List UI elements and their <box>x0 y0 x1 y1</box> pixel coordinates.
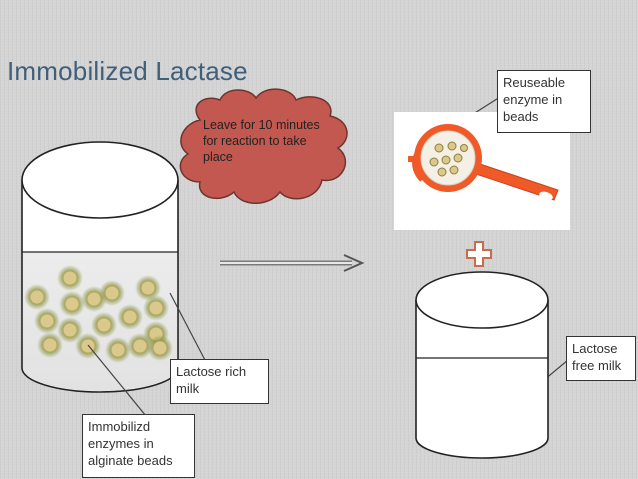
bead-icon <box>110 342 126 358</box>
bead-icon <box>122 309 138 325</box>
bead-icon <box>132 338 148 354</box>
cloud-note: Leave for 10 minutes for reaction to tak… <box>203 118 320 164</box>
cloud-shape <box>179 88 348 204</box>
right-arrow-icon <box>220 254 365 272</box>
bead-icon <box>42 337 58 353</box>
bead-icon <box>148 300 164 316</box>
bead-icon <box>64 296 80 312</box>
pointer-immobilized <box>87 344 147 417</box>
bead-icon <box>152 340 168 356</box>
bead-icon <box>86 291 102 307</box>
strainer-photo <box>394 112 570 230</box>
page-title: Immobilized Lactase <box>7 56 248 86</box>
bead-group <box>24 265 173 363</box>
label-reusable-enzyme: Reuseable enzyme in beads <box>497 70 591 133</box>
bead-icon <box>29 289 45 305</box>
bead-icon <box>39 313 55 329</box>
beaker-icon <box>415 271 549 459</box>
plus-icon <box>466 241 492 267</box>
bead-icon <box>104 285 120 301</box>
bead-icon <box>62 322 78 338</box>
bead-icon <box>96 317 112 333</box>
bead-icon <box>62 270 78 286</box>
label-lactose-free-milk: Lactose free milk <box>566 336 636 381</box>
label-lactose-rich-milk: Lactose rich milk <box>170 359 269 404</box>
pointer-lactose-rich <box>169 292 207 363</box>
strainer-icon <box>408 124 559 201</box>
label-immobilized-enzymes: Immobilizd enzymes in alginate beads <box>82 414 195 478</box>
bead-icon <box>140 280 156 296</box>
